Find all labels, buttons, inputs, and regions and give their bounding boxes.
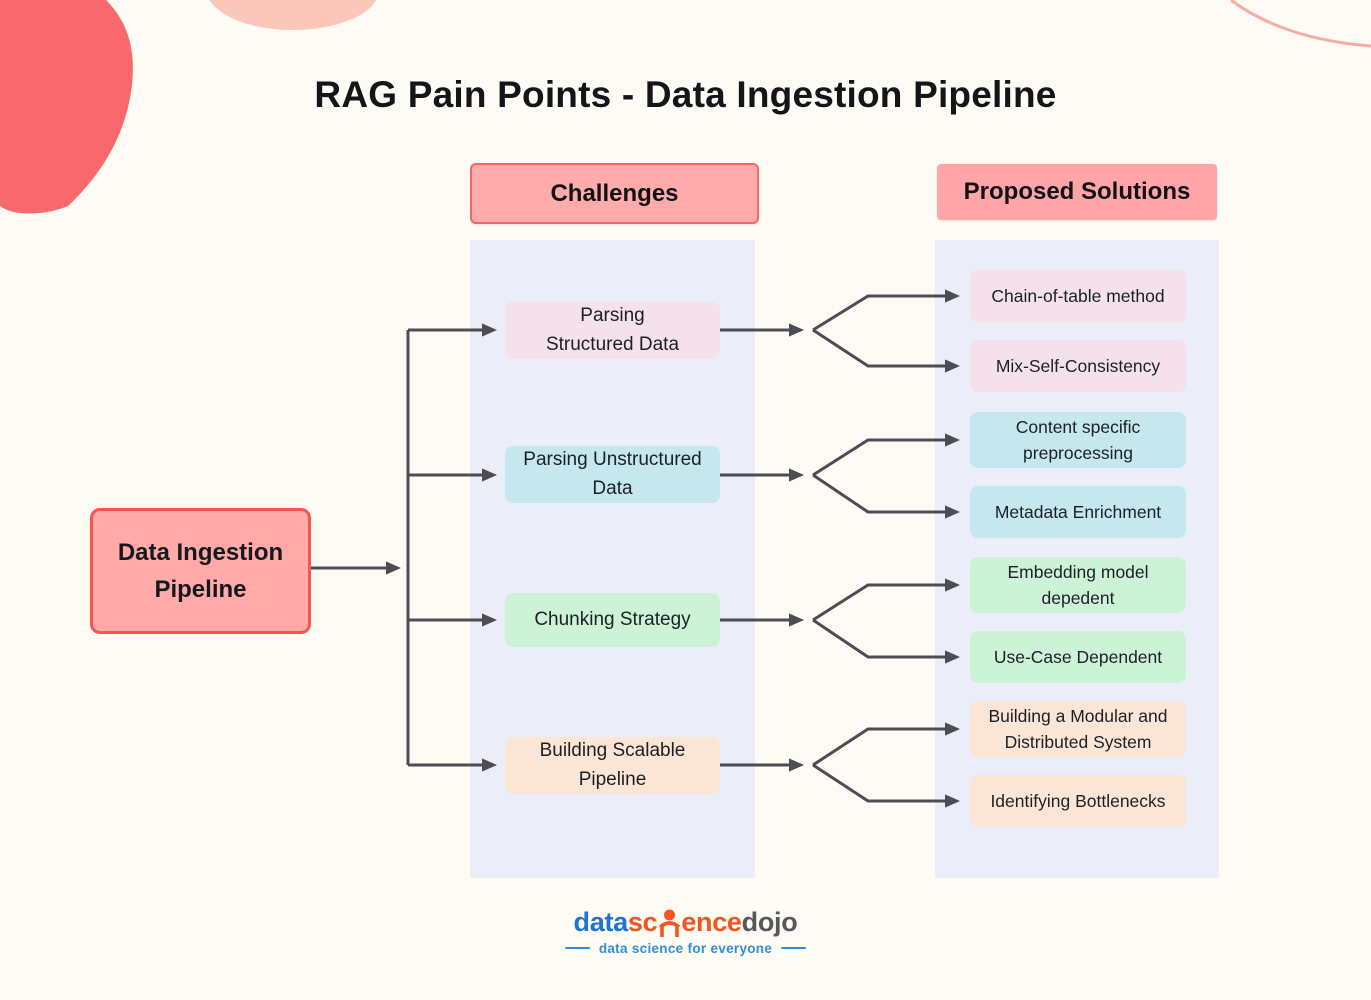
solution-mix-self-consistency: Mix-Self-Consistency <box>970 340 1186 392</box>
pink-arc-top-right <box>1230 0 1371 48</box>
challenge-parsing-unstructured-data: Parsing Unstructured Data <box>505 446 720 503</box>
tagline-text: data science for everyone <box>598 940 773 956</box>
challenge-parsing-structured-data: Parsing Structured Data <box>505 302 720 359</box>
solution-embedding-model-dependent: Embedding model depedent <box>970 557 1186 613</box>
solution-chain-of-table-method: Chain-of-table method <box>970 270 1186 322</box>
solutions-header: Proposed Solutions <box>937 164 1217 220</box>
logo-word-dojo: dojo <box>741 907 798 937</box>
solution-identifying-bottlenecks: Identifying Bottlenecks <box>970 775 1186 827</box>
solution-use-case-dependent: Use-Case Dependent <box>970 631 1186 683</box>
logo-mascot-icon <box>658 909 680 937</box>
solution-metadata-enrichment: Metadata Enrichment <box>970 486 1186 538</box>
solution-content-specific-preprocessing: Content specific preprocessing <box>970 412 1186 468</box>
root-node-data-ingestion-pipeline: Data Ingestion Pipeline <box>90 508 311 634</box>
challenges-header: Challenges <box>470 163 759 224</box>
logo-word-sc: sc <box>627 907 658 937</box>
challenge-chunking-strategy: Chunking Strategy <box>505 593 720 647</box>
pink-blob-top-center <box>209 0 377 30</box>
logo-tagline: data science for everyone <box>564 940 807 956</box>
logo-word-ence: ence <box>681 907 742 937</box>
challenge-building-scalable-pipeline: Building Scalable Pipeline <box>505 737 720 794</box>
logo-word-data: data <box>573 907 629 937</box>
solution-modular-distributed-system: Building a Modular and Distributed Syste… <box>970 701 1186 757</box>
page-title: RAG Pain Points - Data Ingestion Pipelin… <box>314 74 1057 115</box>
tagline-left-dash <box>564 946 590 950</box>
tagline-right-dash <box>781 946 807 950</box>
